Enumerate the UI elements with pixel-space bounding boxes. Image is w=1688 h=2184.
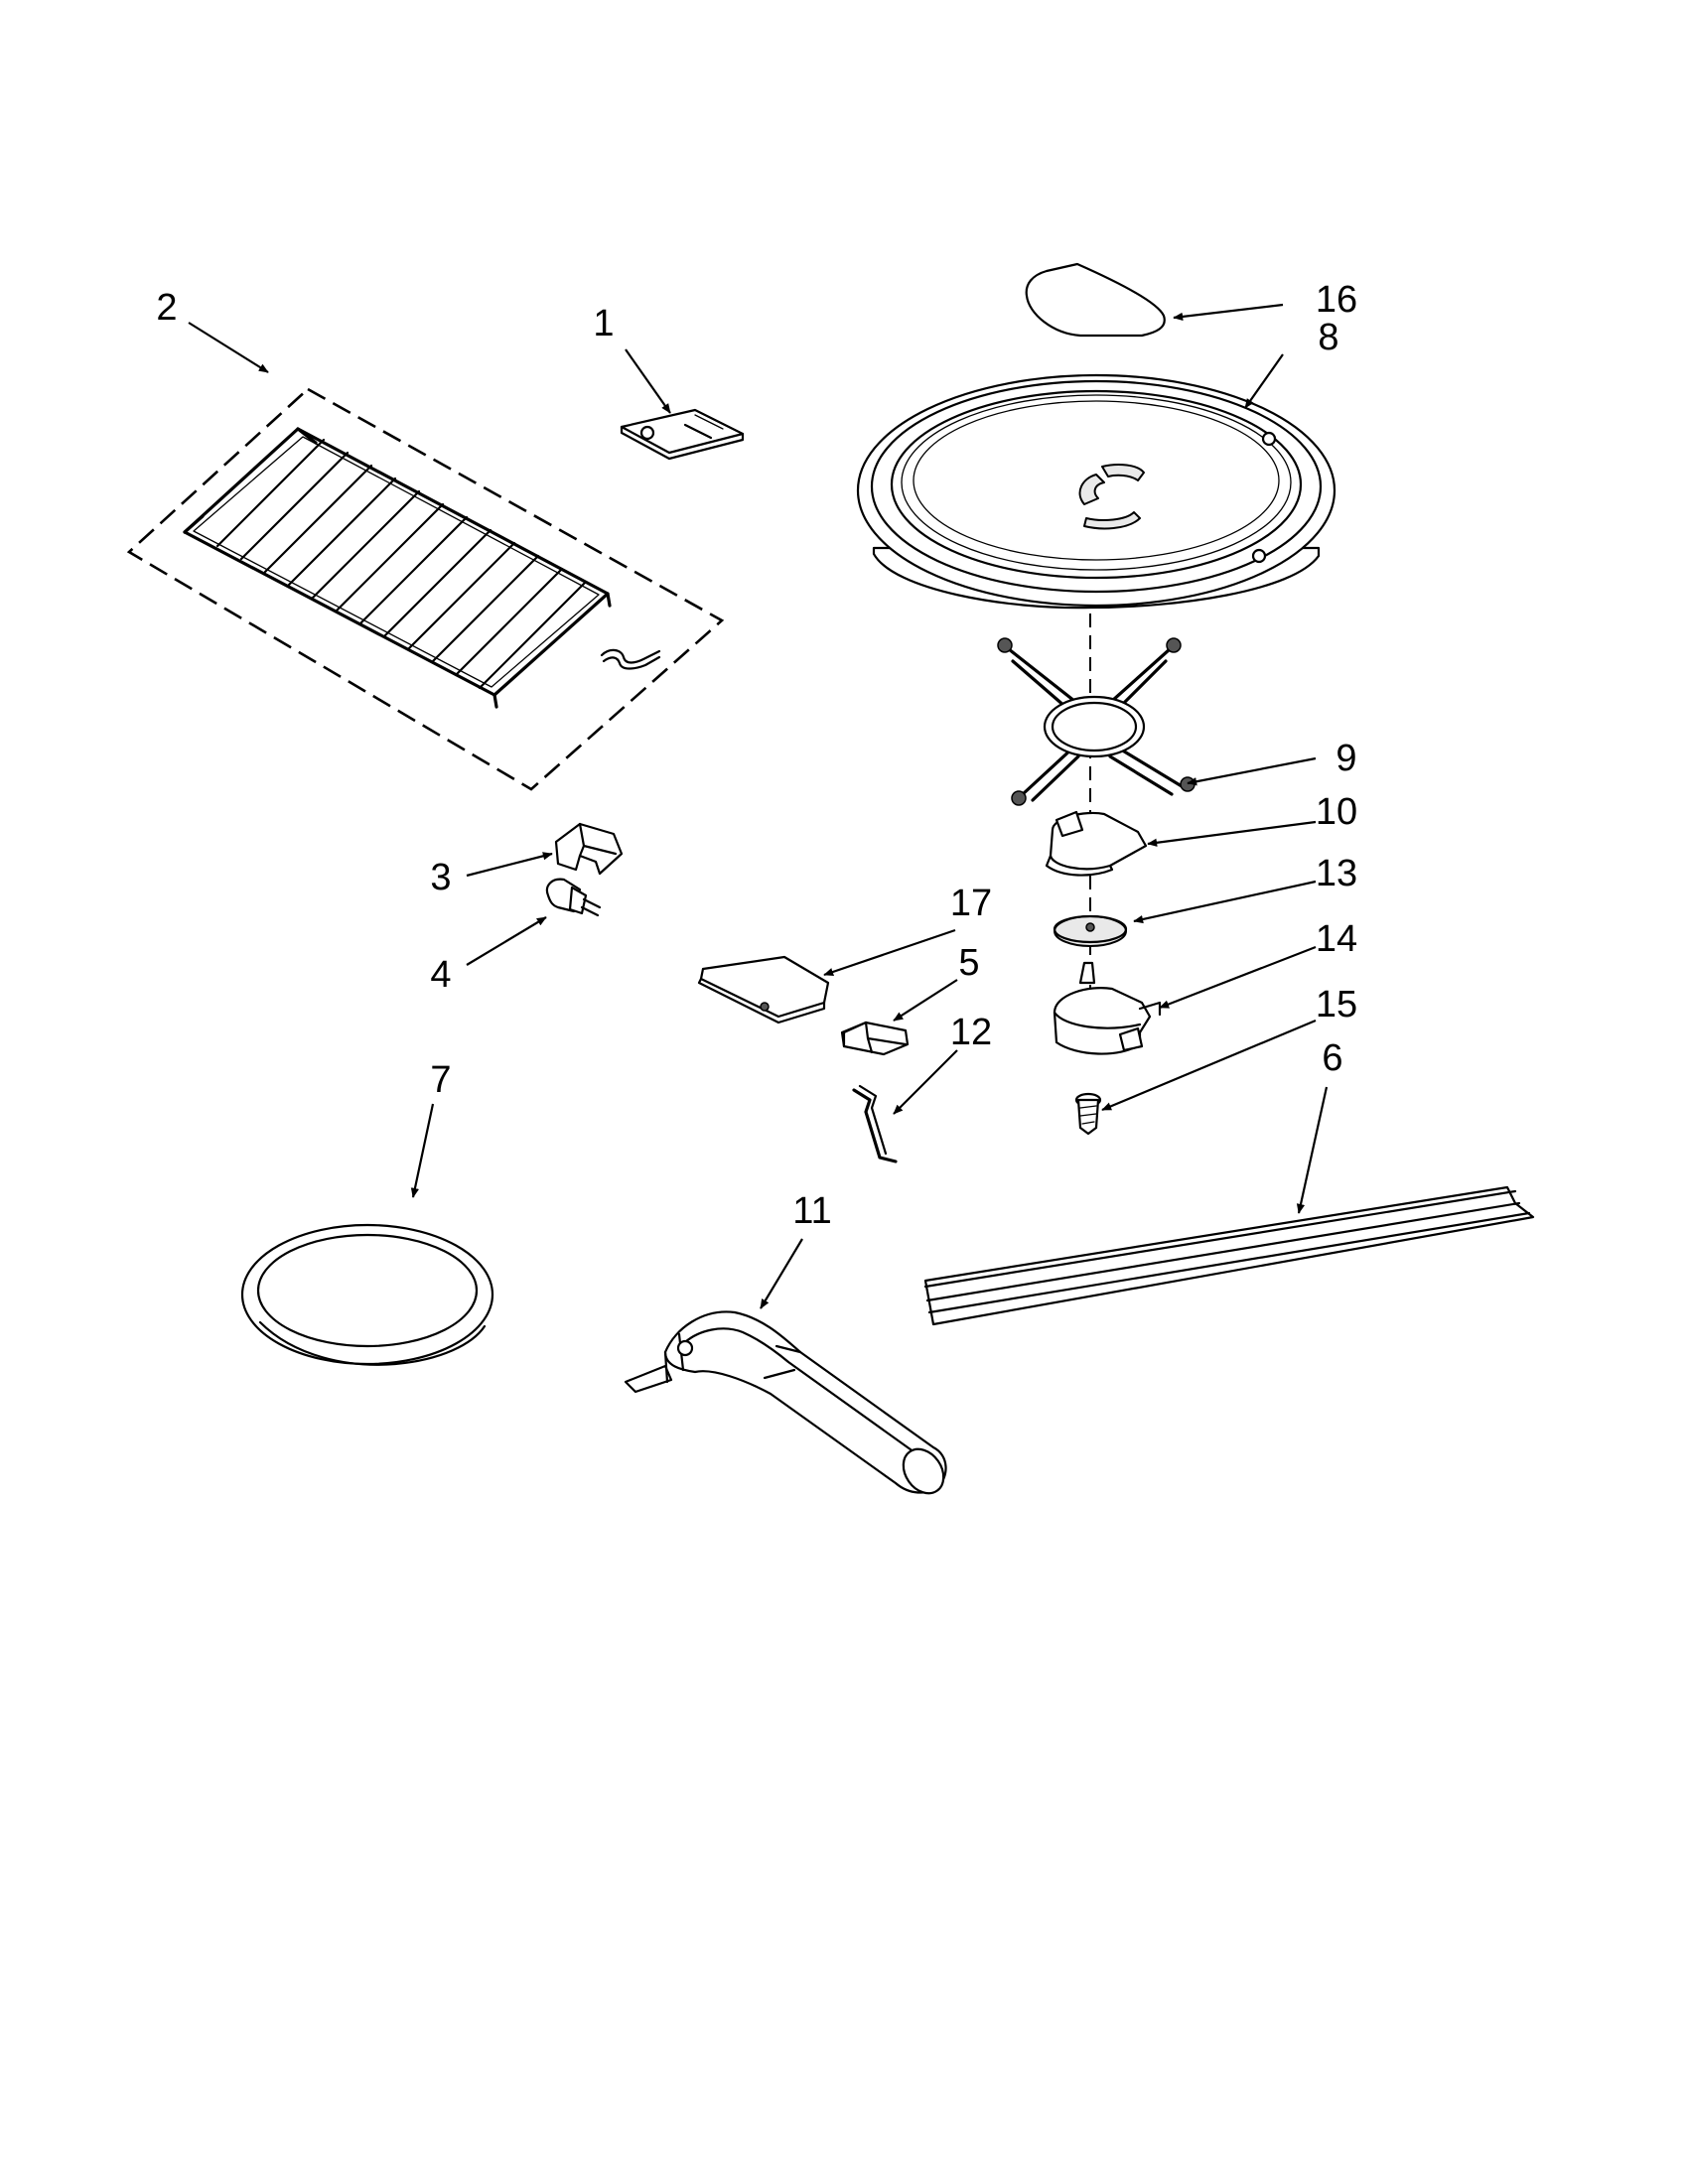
- leader-15: [1101, 1019, 1317, 1112]
- leader-5: [893, 979, 958, 1022]
- connector-block: [554, 822, 624, 876]
- part-label-17: 17: [950, 883, 992, 924]
- roller-support: [997, 637, 1196, 806]
- trim-strip: [923, 1185, 1535, 1326]
- part-label-14: 14: [1316, 918, 1357, 960]
- turntable-motor: [1053, 961, 1162, 1055]
- leader-14: [1159, 945, 1317, 1010]
- leader-13: [1133, 880, 1317, 924]
- part-label-10: 10: [1316, 791, 1357, 833]
- leader-11: [760, 1238, 803, 1309]
- cover-plate: [1025, 262, 1166, 338]
- drip-pan: [240, 1223, 494, 1366]
- leader-9: [1187, 756, 1317, 786]
- leader-4: [466, 916, 547, 966]
- kit-dashed-outline: [126, 387, 725, 791]
- part-label-7: 7: [430, 1059, 451, 1101]
- part-label-11: 11: [792, 1190, 831, 1232]
- coupler: [1045, 810, 1148, 877]
- part-label-12: 12: [950, 1012, 992, 1053]
- leader-1: [625, 348, 671, 414]
- leader-2: [188, 322, 269, 373]
- washer: [1053, 914, 1128, 947]
- oven-rack: [183, 427, 612, 709]
- leader-7: [410, 1103, 435, 1198]
- part-label-5: 5: [958, 942, 979, 984]
- part-label-4: 4: [430, 954, 451, 996]
- leader-6: [1296, 1086, 1329, 1214]
- leader-lines: [188, 303, 1329, 1309]
- cover-panel: [697, 955, 830, 1024]
- part-label-2: 2: [156, 287, 177, 329]
- part-label-16: 16: [1316, 279, 1357, 321]
- leader-3: [466, 852, 553, 878]
- leader-8: [1244, 353, 1284, 409]
- part-label-9: 9: [1336, 738, 1356, 779]
- part-label-6: 6: [1322, 1037, 1342, 1079]
- rack-clip: [600, 648, 661, 670]
- turntable-tray: [856, 373, 1336, 610]
- switch-actuator: [840, 1021, 910, 1056]
- leader-16: [1173, 303, 1284, 322]
- leader-10: [1147, 820, 1317, 847]
- leader-17: [823, 928, 956, 977]
- part-label-15: 15: [1316, 984, 1357, 1025]
- bracket-plate: [620, 408, 745, 461]
- part-label-13: 13: [1316, 853, 1357, 894]
- wire-bracket: [852, 1084, 898, 1163]
- screw: [1074, 1092, 1102, 1136]
- door-handle: [624, 1310, 947, 1495]
- part-label-8: 8: [1318, 317, 1338, 358]
- part-label-1: 1: [593, 303, 614, 344]
- part-labels: 1 2 3 4 5 6 7 8 9 10 11 12 13 14 15 16 1…: [156, 279, 1357, 1232]
- lamp-bulb: [545, 878, 602, 917]
- part-label-3: 3: [430, 857, 451, 898]
- leader-12: [893, 1049, 958, 1115]
- oven-rack-kit: [126, 387, 725, 791]
